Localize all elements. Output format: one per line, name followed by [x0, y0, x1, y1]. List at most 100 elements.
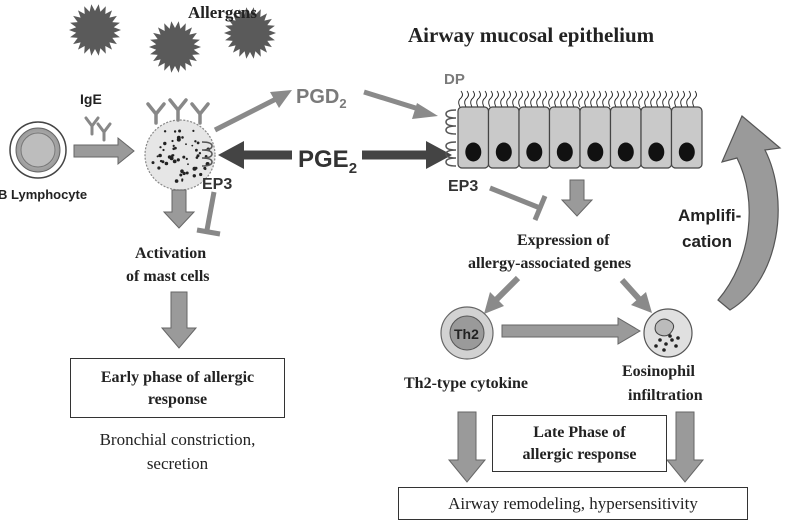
ep3-mast-label: EP3 — [202, 176, 232, 193]
mast-granule — [182, 155, 186, 159]
epithelium-to-expression-arrow — [560, 179, 594, 217]
late-phase-line2: allergic response — [522, 446, 637, 463]
cilium — [608, 90, 613, 108]
nucleus — [617, 142, 634, 162]
dp-label: DP — [444, 71, 465, 88]
mast-granule — [194, 166, 198, 170]
bound-ige-icon — [146, 98, 210, 125]
b-lymphocyte-label: B Lymphocyte — [0, 187, 87, 202]
mast-granule — [157, 166, 161, 170]
mast-granule — [158, 153, 162, 158]
eosinophil-granule — [670, 338, 674, 342]
mast-granule — [171, 139, 174, 143]
cilium — [674, 90, 679, 108]
cilium — [542, 90, 547, 108]
mast-granule — [176, 158, 180, 162]
cilium — [518, 90, 523, 108]
cilium — [488, 90, 493, 108]
th2-cytokine-label: Th2-type cytokine — [404, 375, 528, 392]
pgd2-base: PGD — [296, 86, 339, 108]
mast-granule — [176, 135, 181, 140]
th2-to-eos-arrow — [501, 317, 641, 345]
cilium — [590, 90, 595, 108]
mast-granule — [192, 129, 195, 132]
nucleus — [526, 142, 543, 162]
pgd2-to-dp-arrowhead — [412, 103, 438, 119]
mast-granule — [194, 140, 197, 143]
expression-to-eos-arrow — [619, 277, 643, 303]
ige-label: IgE — [80, 91, 102, 107]
cilium — [602, 90, 607, 108]
eos-to-remodeling-arrow — [665, 411, 705, 483]
mast-granule — [181, 136, 184, 139]
cilium — [596, 90, 601, 108]
mast-cell-icon — [144, 119, 216, 191]
cilium — [464, 90, 469, 108]
ep3-epithelium-label: EP3 — [448, 178, 478, 195]
cilium — [566, 90, 571, 108]
cilium — [524, 90, 529, 108]
mast-granule — [204, 167, 207, 171]
mast-granule — [171, 154, 174, 157]
th2-label: Th2 — [454, 326, 479, 342]
ep3-inhibit-expression — [489, 185, 541, 211]
cilium — [578, 90, 583, 108]
epithelial-cells — [457, 106, 703, 169]
cilium — [626, 90, 631, 108]
airway-epithelium-title: Airway mucosal epithelium — [408, 23, 655, 47]
mast-granule — [180, 169, 184, 173]
cilium — [530, 90, 535, 108]
cilium — [476, 90, 481, 108]
pge2-label: PGE2 — [298, 146, 357, 177]
pgd2-subscript: 2 — [339, 96, 346, 111]
eosinophil-label-line1: Eosinophil — [622, 363, 695, 380]
dp-receptor-icon — [445, 109, 457, 135]
cilium — [548, 90, 553, 108]
mast-granule — [164, 161, 169, 166]
nucleus — [648, 142, 665, 162]
eosinophil-granule — [658, 338, 662, 342]
mast-granule — [192, 174, 196, 178]
amplification-label-line1: Amplifi- — [678, 206, 741, 225]
pgd2-to-dp-arrow — [363, 89, 423, 113]
cilium — [680, 90, 685, 108]
b-to-mast-arrow — [73, 136, 135, 166]
cilium — [644, 90, 649, 108]
early-phase-line2: response — [147, 391, 208, 408]
amplification-label-line2: cation — [682, 232, 732, 251]
ep3-inhibit-activation — [204, 191, 217, 231]
cilium — [470, 90, 475, 108]
mast-granule — [198, 152, 202, 155]
mast-granule — [178, 129, 182, 133]
mast-granule — [185, 143, 187, 146]
early-phase-box: Early phase of allergic response — [70, 358, 285, 418]
cilium — [656, 90, 661, 108]
ige-icon — [84, 116, 112, 142]
eosinophil-granule — [654, 344, 658, 348]
mast-granule — [167, 155, 172, 159]
nucleus — [556, 142, 573, 162]
b-lymphocyte-icon — [9, 121, 67, 179]
cilium — [584, 90, 589, 108]
airway-remodeling-label: Airway remodeling, hypersensitivity — [448, 494, 698, 513]
pge2-subscript: 2 — [349, 160, 357, 177]
nucleus — [465, 142, 482, 162]
eosinophil-granule — [662, 348, 666, 352]
eosinophil-granule — [674, 344, 678, 348]
ep3-epithelium-receptor-icon — [445, 141, 457, 167]
mast-granule — [196, 154, 200, 158]
nucleus — [587, 142, 604, 162]
cilium — [614, 90, 619, 108]
mast-granule — [179, 173, 183, 177]
eosinophil-granule — [668, 334, 672, 338]
mast-granule — [182, 171, 186, 176]
cilium — [638, 90, 643, 108]
mast-granule — [163, 141, 167, 146]
mast-granule — [172, 159, 177, 164]
mast-granule — [163, 130, 167, 133]
expression-to-th2-arrowhead — [484, 292, 504, 314]
early-phase-line1: Early phase of allergic — [100, 369, 255, 386]
cilium — [572, 90, 577, 108]
th2-to-remodeling-arrow — [447, 411, 487, 483]
mast-granule — [191, 144, 194, 147]
